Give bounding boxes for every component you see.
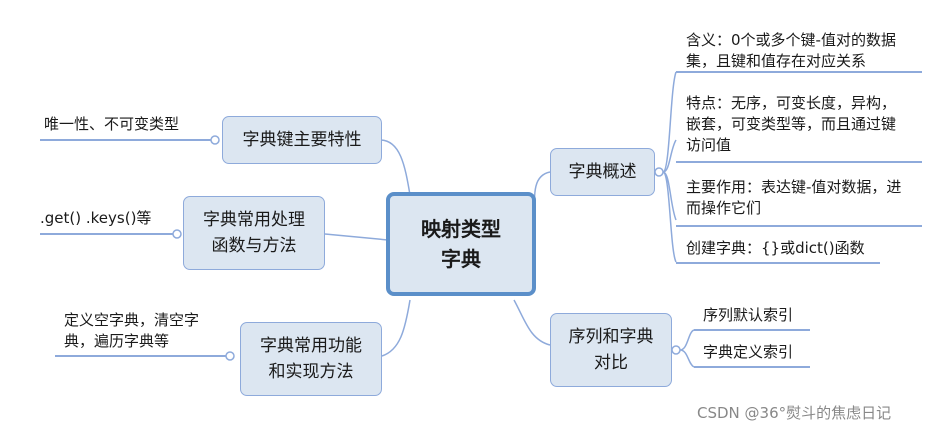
connector-center-keyfeatures	[379, 139, 411, 196]
overview-item-create: 创建字典：{}或dict()函数	[686, 239, 865, 257]
connector-overview-spine	[662, 71, 677, 263]
branch-key-features[interactable]: 字典键主要特性	[222, 116, 382, 164]
methods-item: .get() .keys()等	[40, 209, 152, 227]
connector-compare-spine	[679, 329, 695, 368]
compare-item-dict: 字典定义索引	[703, 343, 794, 361]
connector-center-methods	[324, 233, 389, 241]
branch-key-features-label: 字典键主要特性	[242, 130, 362, 150]
key-features-item: 唯一性、不可变类型	[44, 115, 180, 133]
center-title: 映射类型 字典	[421, 217, 501, 271]
watermark: CSDN @36°熨斗的焦虑日记	[697, 404, 892, 422]
functions-item: 定义空字典，清空字 典，遍历字典等	[64, 311, 200, 350]
branch-compare[interactable]: 序列和字典 对比	[550, 313, 672, 387]
branch-compare-label: 序列和字典 对比	[568, 327, 654, 373]
branch-functions-label: 字典常用功能 和实现方法	[260, 336, 362, 382]
compare-item-sequence: 序列默认索引	[703, 306, 794, 324]
connector-center-overview	[533, 171, 551, 233]
branch-overview[interactable]: 字典概述	[550, 148, 655, 196]
branch-methods-label: 字典常用处理 函数与方法	[203, 210, 305, 256]
overview-item-meaning: 含义：0个或多个键-值对的数据 集，且键和值存在对应关系	[686, 31, 896, 70]
overview-item-purpose: 主要作用：表达键-值对数据，进 而操作它们	[686, 178, 902, 217]
branch-overview-label: 字典概述	[568, 162, 637, 182]
overview-item-features: 特点：无序，可变长度，异构， 嵌套，可变类型等，而且通过键 访问值	[686, 94, 897, 154]
center-node[interactable]: 映射类型 字典	[386, 192, 536, 296]
branch-methods[interactable]: 字典常用处理 函数与方法	[183, 196, 325, 270]
connector-center-functions	[381, 299, 411, 357]
connector-center-compare	[513, 299, 551, 346]
branch-functions[interactable]: 字典常用功能 和实现方法	[240, 322, 382, 396]
